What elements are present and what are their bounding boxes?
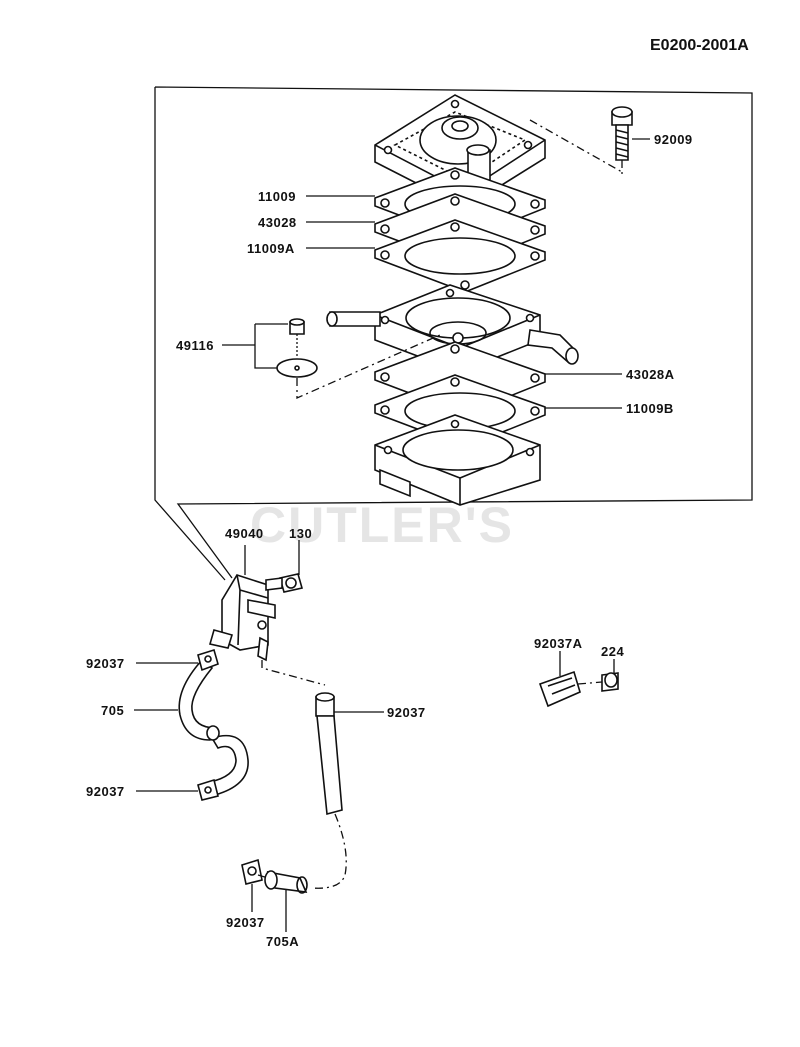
outlet-centerline	[261, 660, 326, 686]
gasket-11009A	[374, 219, 546, 293]
hose-path-centerline	[311, 813, 347, 889]
pump-base	[374, 414, 541, 506]
label-11009B: 11009B	[626, 401, 674, 416]
hose-vertical	[316, 715, 343, 816]
label-92037-right: 92037	[387, 705, 426, 720]
label-92037A: 92037A	[534, 636, 583, 651]
bolt-130	[265, 573, 304, 593]
clamp-92037-right	[315, 692, 335, 717]
label-92009: 92009	[654, 132, 693, 147]
clamp-92037-lower-left	[197, 778, 219, 801]
screw-centerline	[529, 119, 623, 178]
label-49040: 49040	[225, 526, 264, 541]
watermark: CUTLER'S	[250, 497, 514, 553]
label-11009: 11009	[258, 189, 296, 204]
bolt-224	[601, 672, 619, 692]
valve-centerline	[296, 334, 441, 399]
label-705A: 705A	[266, 934, 299, 949]
label-11009A: 11009A	[247, 241, 295, 256]
label-43028A: 43028A	[626, 367, 675, 382]
label-224: 224	[601, 644, 624, 659]
label-705: 705	[101, 703, 124, 718]
label-92037-bottom: 92037	[226, 915, 265, 930]
label-92037-upper: 92037	[86, 656, 125, 671]
fuel-pump-49040	[208, 574, 276, 662]
clamp-92037-bottom	[241, 858, 263, 885]
label-43028: 43028	[258, 215, 297, 230]
clamp-92037-upper	[197, 648, 219, 672]
filter-705A	[264, 870, 308, 894]
diagram-code: E0200-2001A	[650, 37, 749, 54]
label-92037-lower-left: 92037	[86, 784, 125, 799]
label-130: 130	[289, 526, 312, 541]
clamp-filter-centerline	[257, 874, 269, 879]
valve-49116	[276, 318, 318, 378]
clamp-92037A	[538, 670, 581, 708]
detail-frame	[154, 86, 753, 581]
leader-49116	[222, 323, 288, 369]
pump-body	[326, 284, 579, 373]
label-49116: 49116	[176, 338, 214, 353]
screw-92009	[611, 106, 633, 161]
bolt-224-centerline	[577, 681, 603, 685]
hose-705	[178, 658, 249, 796]
